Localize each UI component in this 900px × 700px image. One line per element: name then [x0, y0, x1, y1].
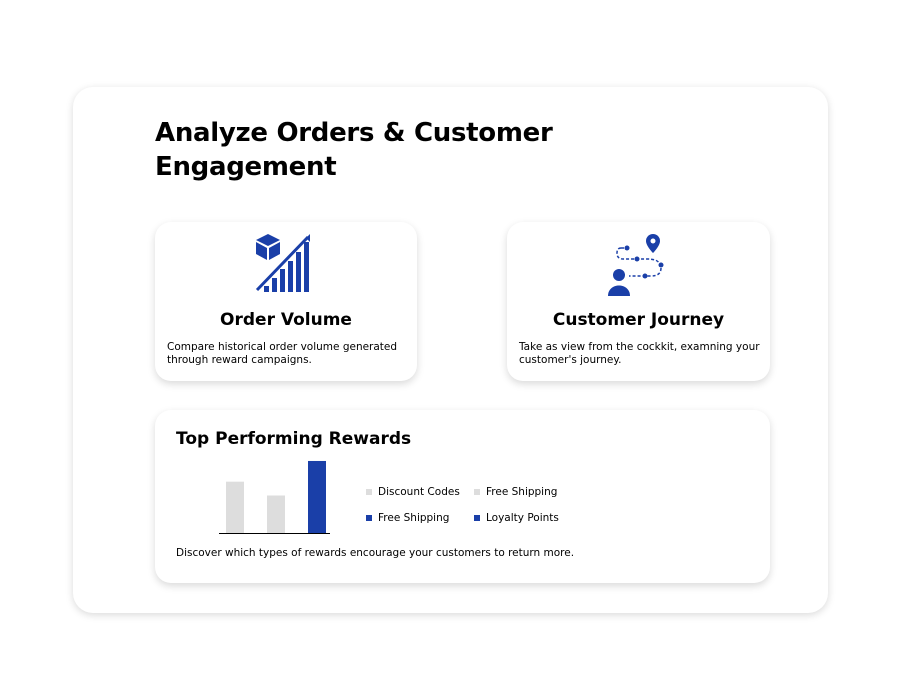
legend-swatch: [474, 489, 480, 495]
bar-discount-codes: [226, 481, 244, 533]
legend-label: Free Shipping: [378, 512, 450, 524]
legend-item: Loyalty Points: [474, 512, 574, 524]
legend-label: Discount Codes: [378, 486, 460, 498]
order-volume-card[interactable]: Order Volume Compare historical order vo…: [155, 222, 417, 381]
customer-journey-card[interactable]: Customer Journey Take as view from the c…: [507, 222, 770, 381]
card-title: Order Volume: [220, 310, 352, 330]
chart-legend: Discount Codes Free Shipping Free Shippi…: [366, 486, 574, 524]
legend-swatch: [366, 515, 372, 521]
card-description: Take as view from the cockkit, examning …: [519, 341, 760, 366]
rewards-title: Top Performing Rewards: [176, 429, 412, 449]
bar-loyalty-points: [308, 460, 326, 533]
page-title: Analyze Orders & Customer Engagement: [155, 118, 553, 182]
customer-journey-icon: [607, 234, 663, 296]
legend-item: Free Shipping: [366, 512, 474, 524]
card-description: Compare historical order volume generate…: [167, 341, 398, 366]
legend-swatch: [366, 489, 372, 495]
rewards-description: Discover which types of rewards encourag…: [176, 547, 575, 559]
growth-chart-box-icon: [255, 234, 310, 292]
legend-item: Discount Codes: [366, 486, 474, 498]
legend-label: Loyalty Points: [486, 512, 559, 524]
legend-label: Free Shipping: [486, 486, 558, 498]
card-title: Customer Journey: [552, 310, 725, 330]
top-rewards-card: Top Performing Rewards Discount Codes Fr…: [155, 410, 770, 583]
rewards-bar-chart: [219, 460, 330, 534]
legend-swatch: [474, 515, 480, 521]
bar-free-shipping: [267, 495, 285, 533]
legend-item: Free Shipping: [474, 486, 574, 498]
